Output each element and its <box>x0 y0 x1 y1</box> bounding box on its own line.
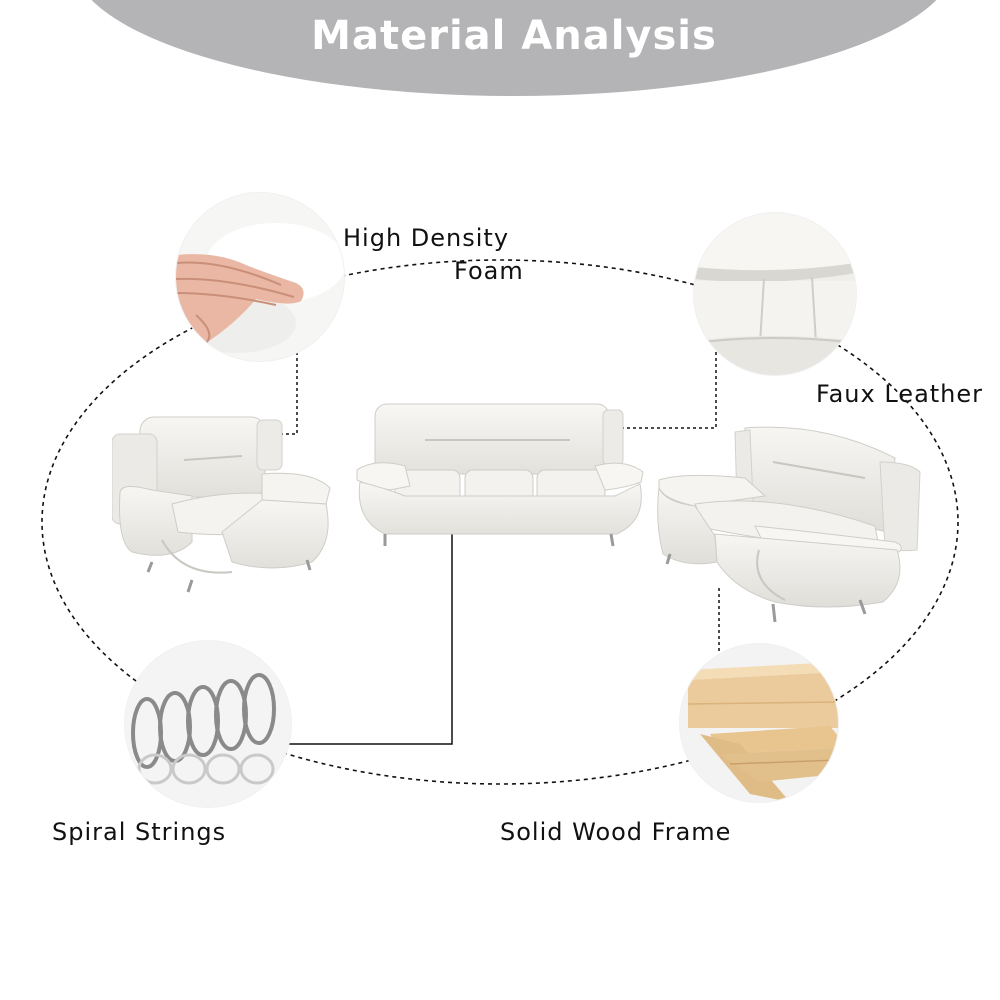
label-foam-line1: High Density <box>343 224 510 252</box>
label-spiral-strings: Spiral Strings <box>52 818 227 846</box>
leather-connector <box>604 352 717 429</box>
foam-circle <box>176 193 344 361</box>
sofa-image <box>356 403 644 547</box>
label-faux-leather: Faux Leather <box>816 380 984 408</box>
foam-hand-icon <box>176 193 344 361</box>
spring-circle <box>125 641 291 807</box>
spring-connector <box>288 476 453 745</box>
label-solid-wood-frame: Solid Wood Frame <box>500 818 732 846</box>
armchair-image <box>112 416 331 593</box>
wood-planks-icon <box>680 644 838 802</box>
dashed-ellipse <box>41 259 959 785</box>
page-title: Material Analysis <box>311 13 717 59</box>
label-foam-line2: Foam <box>454 257 524 285</box>
loveseat-image <box>657 426 921 623</box>
leather-circle <box>694 213 856 375</box>
spiral-spring-icon <box>125 641 291 807</box>
leather-texture-icon <box>694 213 856 375</box>
wood-circle <box>680 644 838 802</box>
